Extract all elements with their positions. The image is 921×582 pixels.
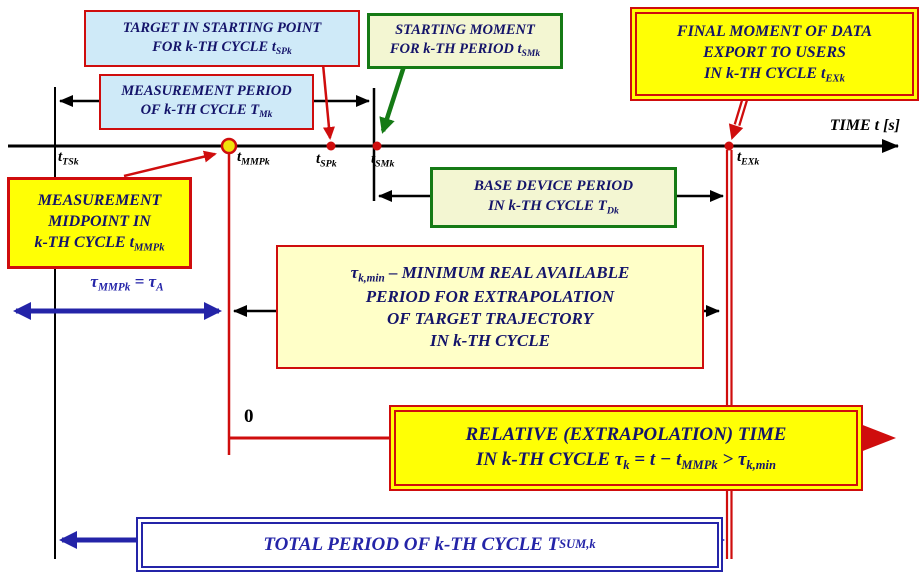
tick-label-t-smk: tSMk <box>371 151 395 170</box>
midpoint-pointer-arrow <box>123 150 217 178</box>
callout-measurement-period: MEASUREMENT PERIOD OF k-TH CYCLE TMk <box>99 74 314 130</box>
callout-tau-min: τk,min – MINIMUM REAL AVAILABLE PERIOD F… <box>276 245 704 369</box>
tau-mmp-equals-tau-a-label: τMMPk = τA <box>90 272 164 294</box>
callout-line: MIDPOINT IN <box>48 212 151 230</box>
callout-relative-time-inner: RELATIVE (EXTRAPOLATION) TIME IN k-TH CY… <box>394 410 858 486</box>
callout-line: MEASUREMENT PERIOD <box>121 83 292 100</box>
callout-line: TARGET IN STARTING POINT <box>122 19 322 36</box>
callout-line: IN k-TH CYCLE tEXk <box>704 64 845 85</box>
callout-final-moment-inner: FINAL MOMENT OF DATA EXPORT TO USERS IN … <box>635 12 914 96</box>
callout-line: RELATIVE (EXTRAPOLATION) TIME <box>465 423 787 445</box>
callout-line: EXPORT TO USERS <box>703 43 846 61</box>
callout-starting-moment: STARTING MOMENT FOR k-TH PERIOD tSMk <box>367 13 563 69</box>
callout-line: OF TARGET TRAJECTORY <box>387 309 593 329</box>
callout-line: BASE DEVICE PERIOD <box>473 178 634 195</box>
tick-label-t-tsk: tTSk <box>58 149 79 168</box>
relative-axis-zero-label: 0 <box>244 406 254 427</box>
exk-dot <box>724 141 734 151</box>
callout-line: IN k-TH CYCLE TDk <box>488 197 619 216</box>
callout-measurement-midpoint: MEASUREMENT MIDPOINT IN k-TH CYCLE tMMPk <box>7 177 192 269</box>
callout-line: PERIOD FOR EXTRAPOLATION <box>365 286 615 306</box>
callout-line: IN k-TH CYCLE τk = t − tMMPk > τk,min <box>475 448 776 472</box>
callout-final-moment-export: FINAL MOMENT OF DATA EXPORT TO USERS IN … <box>630 7 919 101</box>
callout-base-device-period: BASE DEVICE PERIOD IN k-TH CYCLE TDk <box>430 167 677 228</box>
callout-line: FINAL MOMENT OF DATA <box>676 23 873 41</box>
midpoint-marker-circle <box>220 137 238 155</box>
callout-line: STARTING MOMENT <box>395 22 535 39</box>
export-pointer-arrowhead <box>728 123 744 140</box>
callout-line: OF k-TH CYCLE TMk <box>140 102 273 121</box>
time-axis-label: TIME t [s] <box>829 117 900 134</box>
target-pointer-arrow <box>321 63 335 140</box>
tick-label-t-spk: tSPk <box>316 151 337 170</box>
callout-line: MEASUREMENT <box>37 192 162 210</box>
tick-label-t-exk: tEXk <box>737 149 760 168</box>
spk-dot <box>326 141 336 151</box>
callout-target-starting-point: TARGET IN STARTING POINT FOR k-TH CYCLE … <box>84 10 360 67</box>
callout-line: IN k-TH CYCLE <box>430 331 550 351</box>
callout-line: k-TH CYCLE tMMPk <box>34 233 165 254</box>
callout-line: FOR k-TH PERIOD tSMk <box>389 41 541 60</box>
callout-line: FOR k-TH CYCLE tSPk <box>152 38 292 57</box>
callout-line: τk,min – MINIMUM REAL AVAILABLE <box>350 262 630 285</box>
tick-label-t-mmpk: tMMPk <box>237 149 270 168</box>
relative-time-arrowhead <box>855 422 896 454</box>
smk-dot <box>372 141 382 151</box>
callout-relative-time: RELATIVE (EXTRAPOLATION) TIME IN k-TH CY… <box>389 405 863 491</box>
starting-pointer-arrow <box>379 62 408 134</box>
